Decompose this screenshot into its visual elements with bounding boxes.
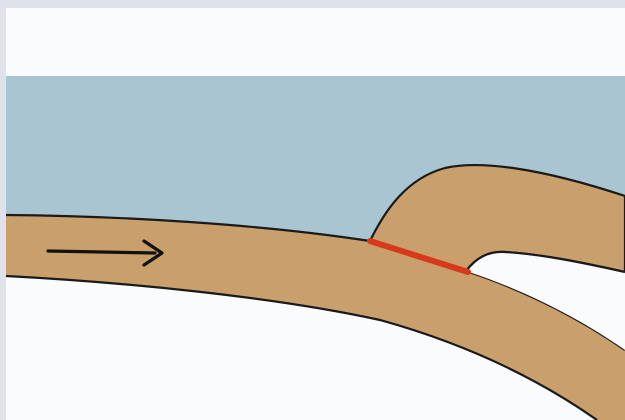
subduction-diagram xyxy=(0,0,625,420)
diagram-frame xyxy=(0,0,625,420)
